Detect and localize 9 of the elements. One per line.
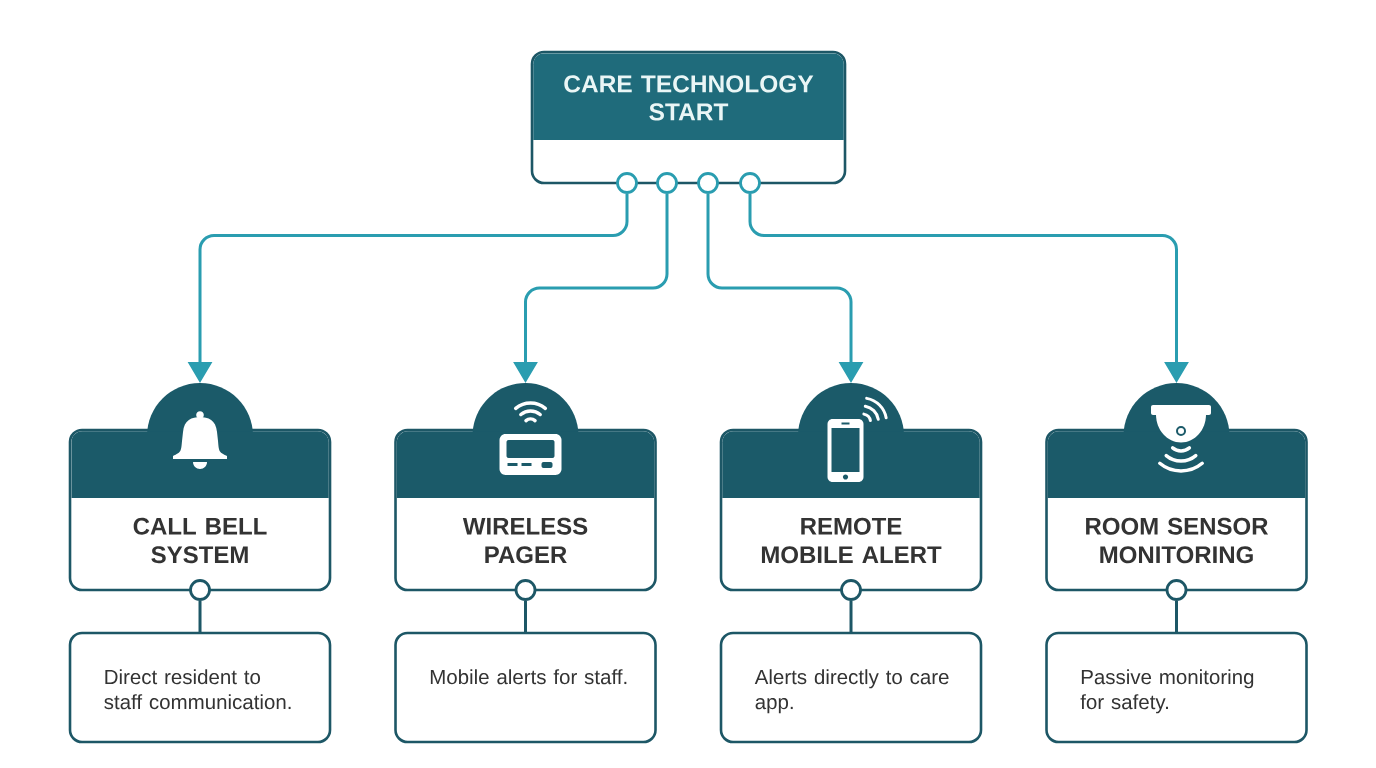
category-box: REMOTE MOBILE ALERT xyxy=(719,383,983,592)
description-box: Alerts directly to care app. xyxy=(719,631,983,744)
description-box: Mobile alerts for staff. xyxy=(394,631,657,744)
description-box: Passive monitoring for safety. xyxy=(1045,631,1308,744)
category-box: WIRELESS PAGER xyxy=(394,383,657,592)
category-box: ROOM SENSOR MONITORING xyxy=(1045,383,1308,592)
start-box: CARE TECHNOLOGY START xyxy=(530,50,847,185)
category-box: CALL BELL SYSTEM xyxy=(68,383,332,592)
description-box: Direct resident to staff communication. xyxy=(68,631,332,744)
